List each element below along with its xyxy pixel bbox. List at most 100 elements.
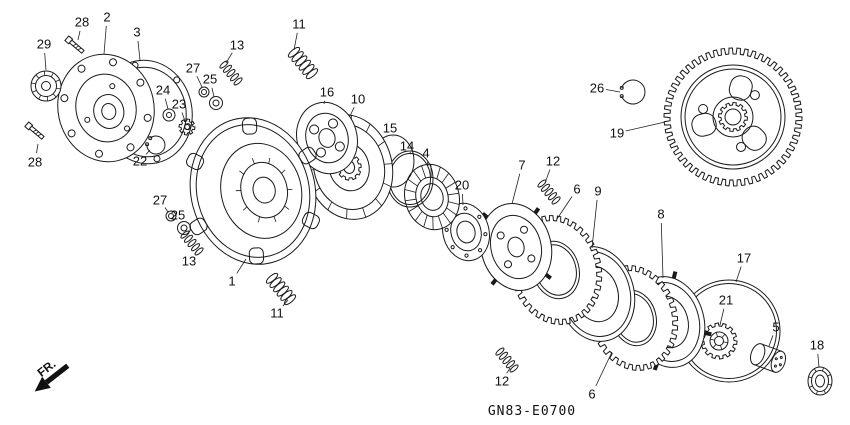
leader-line (409, 151, 412, 155)
leader-line (556, 196, 573, 220)
part-callout-2: 2 (103, 10, 111, 55)
part-callout-28: 28 (75, 15, 89, 41)
leader-line (595, 351, 613, 387)
part-number-label: 24 (156, 83, 170, 98)
part-callout-14: 14 (400, 139, 414, 155)
washer-27 (165, 210, 177, 222)
part-number-label: 11 (292, 17, 306, 32)
clutch-roller-5 (749, 343, 787, 373)
part-callout-25: 25 (203, 72, 217, 98)
part-number-label: 3 (133, 25, 140, 40)
spring-13 (180, 230, 204, 256)
part-number-label: 18 (810, 338, 824, 353)
part-callout-6: 6 (556, 182, 581, 220)
part-callout-11: 11 (270, 299, 289, 321)
leader-line (103, 25, 107, 55)
leader-line (36, 143, 39, 154)
primary-driven-gear (663, 47, 803, 187)
front-direction-arrow: FR. (34, 357, 70, 392)
part-callout-26: 26 (590, 81, 621, 96)
part-number-label: 21 (719, 293, 733, 308)
leader-line (660, 222, 664, 279)
oil-pump-gear-21 (700, 322, 738, 360)
leader-line (719, 308, 725, 326)
part-callout-18: 18 (810, 338, 824, 368)
part-callout-16: 16 (320, 85, 334, 105)
part-number-label: 1 (228, 274, 235, 289)
part-number-label: 7 (518, 158, 525, 173)
arrow-tail (44, 363, 70, 385)
washer-25 (209, 96, 223, 110)
arrow-head-icon (34, 376, 51, 392)
part-callout-15: 15 (383, 121, 397, 137)
leader-line (164, 98, 169, 110)
oil-seal-18 (807, 366, 833, 396)
part-callout-1: 1 (228, 258, 247, 289)
part-number-label: 17 (737, 251, 751, 266)
clutch-spring-12 (537, 179, 561, 205)
part-callout-12: 12 (495, 367, 511, 389)
lifter-plate-7 (479, 203, 553, 291)
part-number-label: 14 (400, 139, 414, 154)
part-callout-9: 9 (591, 184, 602, 249)
judder-plate-4 (404, 163, 460, 231)
washer-25 (177, 221, 191, 235)
leader-line (544, 169, 551, 184)
part-callout-17: 17 (735, 251, 751, 283)
snap-ring-26 (619, 79, 646, 105)
flange-bolt-28 (64, 35, 85, 54)
part-callout-24: 24 (156, 83, 170, 110)
leader-line (236, 258, 247, 274)
part-callout-27: 27 (186, 61, 203, 88)
part-number-label: 15 (383, 121, 397, 136)
clutch-outer-1 (186, 117, 320, 265)
part-callout-8: 8 (657, 207, 665, 279)
part-callout-21: 21 (719, 293, 733, 326)
part-callout-3: 3 (133, 25, 141, 61)
leader-line (605, 89, 621, 93)
part-number-label: 25 (203, 72, 217, 87)
leader-line (349, 106, 355, 117)
leader-line (196, 75, 203, 88)
leader-line (225, 52, 233, 64)
part-number-label: 10 (351, 92, 365, 107)
leader-line (625, 121, 666, 132)
leader-line (817, 353, 820, 368)
part-number-label: 28 (75, 15, 89, 30)
part-number-label: 11 (270, 306, 284, 321)
leader-line (211, 87, 215, 98)
spring-11 (265, 272, 297, 306)
part-callout-6: 6 (588, 351, 613, 402)
spline-washer-23 (178, 118, 196, 136)
part-number-label: 6 (588, 387, 595, 402)
leader-line (768, 335, 774, 347)
part-callout-11: 11 (292, 17, 306, 51)
snap-ring-22 (145, 135, 166, 155)
part-number-label: 13 (230, 38, 244, 53)
clutch-cover-2 (57, 53, 155, 163)
part-callout-20: 20 (455, 178, 469, 206)
leader-line (282, 299, 289, 307)
part-callout-28: 28 (28, 143, 42, 170)
spring-13 (219, 60, 243, 86)
part-number-label: 26 (590, 81, 604, 96)
part-number-label: 20 (455, 178, 469, 193)
part-callout-25: 25 (171, 208, 185, 224)
part-number-label: 25 (171, 208, 185, 223)
part-callout-7: 7 (511, 158, 526, 205)
part-callout-10: 10 (349, 92, 365, 117)
leader-line (194, 250, 198, 255)
part-number-label: 8 (657, 207, 664, 222)
part-number-label: 12 (546, 154, 560, 169)
leader-line (145, 149, 151, 155)
clutch-spring-12 (495, 347, 519, 373)
part-callout-23: 23 (172, 97, 186, 122)
leader-line (293, 32, 298, 51)
leader-line (591, 199, 598, 249)
part-callout-13: 13 (182, 250, 198, 269)
part-callout-4: 4 (422, 146, 430, 167)
ball-bearing-29 (30, 70, 62, 102)
leader-line (426, 161, 429, 167)
part-number-label: 2 (103, 10, 110, 25)
